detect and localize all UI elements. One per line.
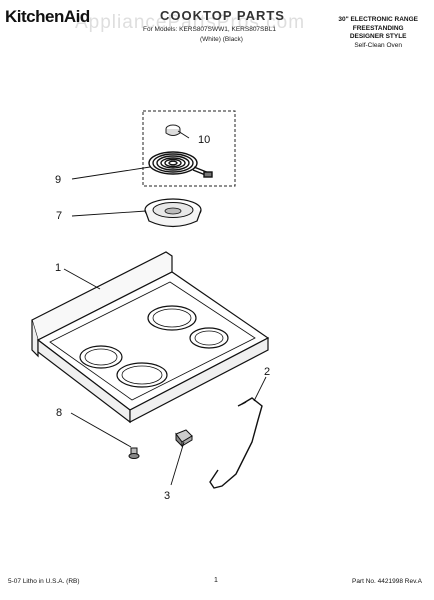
surface-element-part [148,151,213,178]
drip-bowl-part [144,198,202,228]
cooktop-part [31,251,270,424]
watermark: AppliancePartsPros.com [75,12,306,33]
callout-8: 8 [56,407,62,419]
callout-9: 9 [55,174,61,186]
callout-1: 1 [55,262,61,274]
models-line: For Models: KERS807SWW1, KERS807SBL1 [143,26,276,33]
callout-3: 3 [164,490,170,502]
page-title: COOKTOP PARTS [160,8,285,23]
callout-2: 2 [264,366,270,378]
leader-lines [63,130,267,486]
footer-litho: 5-07 Litho in U.S.A. (RB) [8,578,80,585]
brand-logo: KitchenAid [5,7,90,26]
terminal-block-part [165,124,181,136]
switch-clip-part [175,429,193,448]
footer-page-number: 1 [214,577,218,584]
description-line-2: FREESTANDING [352,24,404,32]
product-description: 30" ELECTRONIC RANGE FREESTANDING DESIGN… [338,16,418,50]
callout-7: 7 [56,210,62,222]
description-line-3: DESIGNER STYLE [349,33,407,40]
description-line-4: Self-Clean Oven [354,41,403,49]
description-line-1: 30" ELECTRONIC RANGE [338,16,418,23]
screw-part [128,447,140,459]
colors-line: (White) (Black) [200,36,243,43]
wire-rod-part [209,397,263,489]
callout-10: 10 [198,134,210,146]
wire-rod-end [237,401,247,407]
footer-part-number: Part No. 4421998 Rev.A [352,578,422,585]
element-assembly-box [142,110,236,187]
